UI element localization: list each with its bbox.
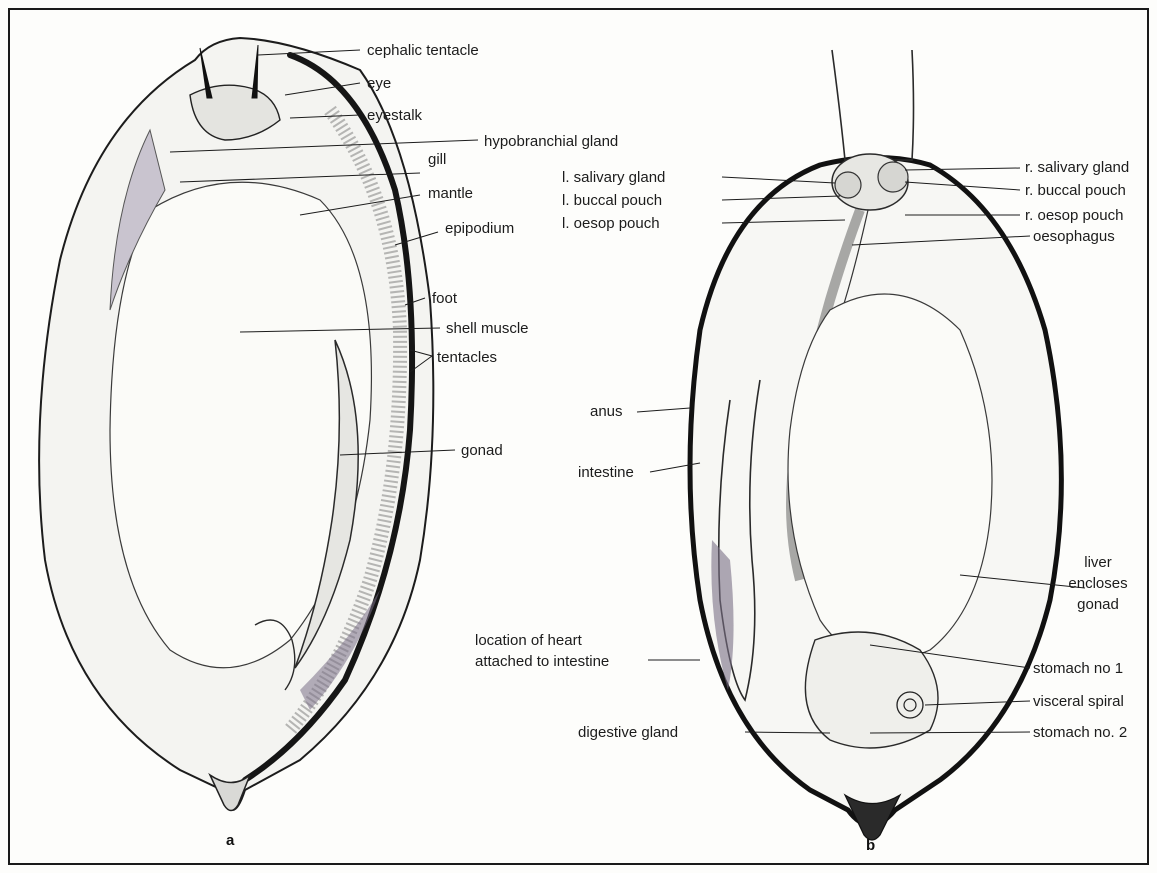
label-r-oesop-pouch: r. oesop pouch <box>1025 207 1123 224</box>
label-eyestalk: eyestalk <box>367 107 423 124</box>
panel-b-snout <box>832 50 914 160</box>
label-anus: anus <box>590 403 623 420</box>
label-oesophagus: oesophagus <box>1033 228 1115 245</box>
label-cephalic-tentacle: cephalic tentacle <box>367 42 479 59</box>
label-heart-line2: attached to intestine <box>475 653 609 670</box>
label-shell-muscle: shell muscle <box>446 320 529 337</box>
panel-b-intestine-shading <box>711 540 733 690</box>
label-stomach-1: stomach no 1 <box>1033 660 1123 677</box>
label-visceral-spiral: visceral spiral <box>1033 693 1124 710</box>
label-liver-line1: liver <box>1084 554 1112 571</box>
label-foot: foot <box>432 290 458 307</box>
label-gill: gill <box>428 151 446 168</box>
label-stomach-2: stomach no. 2 <box>1033 724 1127 741</box>
panel-a-drawing <box>39 38 433 811</box>
label-liver-line3: gonad <box>1077 596 1119 613</box>
label-tentacles: tentacles <box>437 349 497 366</box>
label-gonad: gonad <box>461 442 503 459</box>
label-l-buccal-pouch: l. buccal pouch <box>562 192 662 209</box>
label-r-salivary-gland: r. salivary gland <box>1025 159 1129 176</box>
label-l-salivary-gland: l. salivary gland <box>562 169 665 186</box>
label-digestive-gland: digestive gland <box>578 724 678 741</box>
leader-anus <box>637 408 690 412</box>
panel-b-caption: b <box>866 837 875 854</box>
label-eye: eye <box>367 75 391 92</box>
label-epipodium: epipodium <box>445 220 514 237</box>
label-l-oesop-pouch: l. oesop pouch <box>562 215 660 232</box>
label-liver-line2: encloses <box>1068 575 1127 592</box>
panel-a-caption: a <box>226 832 235 849</box>
panel-b-stomach <box>805 632 938 748</box>
panel-b-buccal-pouch-left <box>835 172 861 198</box>
label-r-buccal-pouch: r. buccal pouch <box>1025 182 1126 199</box>
label-heart-line1: location of heart <box>475 632 583 649</box>
panel-b-buccal-pouch-right <box>878 162 908 192</box>
label-hypobranchial-gland: hypobranchial gland <box>484 133 618 150</box>
panel-b-liver <box>788 294 992 660</box>
label-intestine: intestine <box>578 464 634 481</box>
label-mantle: mantle <box>428 185 473 202</box>
